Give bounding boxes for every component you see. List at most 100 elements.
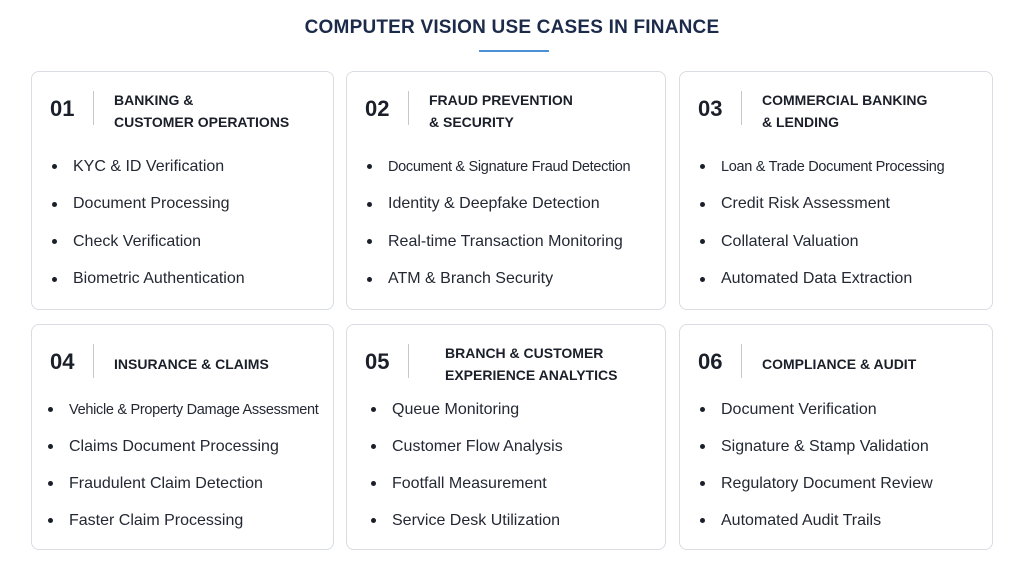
list-item-label: ATM & Branch Security — [388, 270, 554, 288]
list-item: Loan & Trade Document Processing — [700, 148, 986, 186]
card-title: FRAUD PREVENTION & SECURITY — [429, 92, 573, 130]
card-title: COMMERCIAL BANKING & LENDING — [762, 92, 928, 130]
list-item: Faster Claim Processing — [48, 502, 327, 539]
list-item: Footfall Measurement — [371, 465, 659, 502]
list-item-label: Document Verification — [721, 400, 877, 418]
bullet-icon — [52, 239, 57, 245]
list-item-label: Automated Audit Trails — [721, 511, 882, 529]
bullet-icon — [48, 518, 53, 523]
list-item: Identity & Deepfake Detection — [367, 186, 659, 224]
list-item-label: Regulatory Document Review — [721, 474, 933, 492]
card-compliance-audit: 06 COMPLIANCE & AUDIT Document Verificat… — [679, 324, 993, 550]
bullet-icon — [700, 164, 705, 170]
bullet-icon — [700, 239, 705, 245]
use-case-list: KYC & ID Verification Document Processin… — [52, 148, 327, 298]
card-number: 05 — [365, 349, 390, 374]
list-item-label: Document & Signature Fraud Detection — [388, 158, 631, 175]
card-number: 01 — [50, 96, 75, 121]
use-case-list: Loan & Trade Document Processing Credit … — [700, 148, 986, 298]
list-item: Regulatory Document Review — [700, 465, 986, 502]
list-item: KYC & ID Verification — [52, 148, 327, 186]
list-item: Fraudulent Claim Detection — [48, 465, 327, 502]
bullet-icon — [371, 444, 376, 449]
card-number: 04 — [50, 349, 75, 374]
card-number: 02 — [365, 96, 390, 121]
list-item: Claims Document Processing — [48, 428, 327, 465]
list-item-label: Collateral Valuation — [721, 232, 859, 250]
list-item: Document & Signature Fraud Detection — [367, 148, 659, 186]
list-item: Credit Risk Assessment — [700, 186, 986, 224]
list-item: Customer Flow Analysis — [371, 428, 659, 465]
list-item-label: Identity & Deepfake Detection — [388, 195, 600, 213]
list-item: Vehicle & Property Damage Assessment — [48, 391, 327, 428]
list-item: Service Desk Utilization — [371, 502, 659, 539]
bullet-icon — [52, 276, 57, 282]
bullet-icon — [367, 239, 372, 245]
list-item-label: Footfall Measurement — [392, 474, 547, 492]
list-item-label: Signature & Stamp Validation — [721, 437, 929, 455]
bullet-icon — [371, 407, 376, 412]
list-item-label: Real-time Transaction Monitoring — [388, 232, 623, 250]
list-item-label: Loan & Trade Document Processing — [721, 158, 945, 175]
bullet-icon — [48, 481, 53, 486]
card-title: BANKING & CUSTOMER OPERATIONS — [114, 92, 290, 130]
list-item-label: Automated Data Extraction — [721, 270, 913, 288]
header-divider — [408, 91, 409, 125]
bullet-icon — [700, 201, 705, 207]
page-title: COMPUTER VISION USE CASES IN FINANCE — [304, 17, 720, 38]
header-divider — [741, 344, 742, 378]
use-case-list: Vehicle & Property Damage Assessment Cla… — [48, 391, 327, 539]
list-item-label: Biometric Authentication — [73, 270, 245, 288]
card-header: 01 BANKING & CUSTOMER OPERATIONS — [50, 89, 323, 133]
list-item-label: Credit Risk Assessment — [721, 195, 890, 213]
card-number: 03 — [698, 96, 723, 121]
header-divider — [741, 91, 742, 125]
card-title: COMPLIANCE & AUDIT — [762, 356, 917, 372]
card-fraud-prevention-security: 02 FRAUD PREVENTION & SECURITY Document … — [346, 71, 666, 310]
use-case-list: Document Verification Signature & Stamp … — [700, 391, 986, 539]
card-commercial-banking-lending: 03 COMMERCIAL BANKING & LENDING Loan & T… — [679, 71, 993, 310]
list-item: Automated Data Extraction — [700, 261, 986, 299]
bullet-icon — [700, 481, 705, 486]
list-item-label: Document Processing — [73, 195, 230, 213]
card-header: 06 COMPLIANCE & AUDIT — [698, 342, 982, 386]
list-item: Real-time Transaction Monitoring — [367, 223, 659, 261]
list-item: Automated Audit Trails — [700, 502, 986, 539]
list-item-label: Check Verification — [73, 232, 202, 250]
list-item: Document Processing — [52, 186, 327, 224]
list-item-label: Customer Flow Analysis — [392, 437, 563, 455]
card-branch-customer-experience-analytics: 05 BRANCH & CUSTOMER EXPERIENCE ANALYTIC… — [346, 324, 666, 550]
card-banking-customer-operations: 01 BANKING & CUSTOMER OPERATIONS KYC & I… — [31, 71, 334, 310]
card-insurance-claims: 04 INSURANCE & CLAIMS Vehicle & Property… — [31, 324, 334, 550]
bullet-icon — [371, 518, 376, 523]
bullet-icon — [700, 407, 705, 412]
list-item-label: Queue Monitoring — [392, 400, 520, 418]
card-title: BRANCH & CUSTOMER EXPERIENCE ANALYTICS — [445, 345, 618, 383]
list-item: Check Verification — [52, 223, 327, 261]
bullet-icon — [367, 164, 372, 170]
header-divider — [408, 344, 409, 378]
list-item: Queue Monitoring — [371, 391, 659, 428]
title-underline — [479, 50, 549, 52]
list-item: Signature & Stamp Validation — [700, 428, 986, 465]
bullet-icon — [700, 276, 705, 282]
bullet-icon — [52, 201, 57, 207]
bullet-icon — [700, 444, 705, 449]
card-header: 04 INSURANCE & CLAIMS — [50, 342, 323, 386]
card-title: INSURANCE & CLAIMS — [114, 356, 269, 372]
list-item: Collateral Valuation — [700, 223, 986, 261]
list-item: Biometric Authentication — [52, 261, 327, 299]
bullet-icon — [367, 201, 372, 207]
list-item: ATM & Branch Security — [367, 261, 659, 299]
list-item-label: Vehicle & Property Damage Assessment — [69, 401, 319, 418]
header-divider — [93, 91, 94, 125]
bullet-icon — [367, 276, 372, 282]
list-item-label: Fraudulent Claim Detection — [69, 474, 263, 492]
list-item: Document Verification — [700, 391, 986, 428]
bullet-icon — [48, 407, 53, 412]
use-case-list: Document & Signature Fraud Detection Ide… — [367, 148, 659, 298]
bullet-icon — [48, 444, 53, 449]
card-header: 05 BRANCH & CUSTOMER EXPERIENCE ANALYTIC… — [365, 342, 655, 386]
header-divider — [93, 344, 94, 378]
